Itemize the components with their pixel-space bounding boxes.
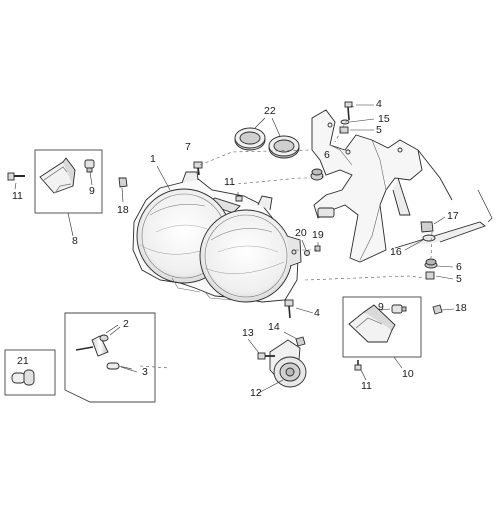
left-indicator-box [34,149,103,237]
horn-assembly [267,339,307,389]
bulb-box [64,312,156,403]
callout-3: 3 [142,366,148,378]
headlight-assembly [132,171,302,303]
dashed-alignment-lines [139,119,433,369]
callout-9-left: 9 [89,185,95,197]
leader-lines [109,104,454,394]
callout-7: 7 [185,141,191,153]
screw-11-right [354,360,367,381]
washer-15 [340,119,350,125]
callout-18-left: 18 [117,204,129,216]
headlight-bulb [75,334,109,357]
screw-13 [257,352,275,360]
callout-15: 15 [378,113,390,125]
washer-16 [422,234,436,242]
spacer-5-top [339,126,349,134]
bulb-21 [11,369,35,386]
callout-16: 16 [390,246,402,258]
callout-6-top: 6 [324,149,330,161]
callout-4-top: 4 [376,98,382,110]
left-indicator-lamp [39,157,76,194]
callout-18-right: 18 [455,302,467,314]
screw-7 [193,161,203,176]
nut-14 [295,336,306,347]
callout-20: 20 [295,227,307,239]
callout-13: 13 [242,327,254,339]
screw-11-center [235,192,243,202]
callout-5-top: 5 [376,124,382,136]
callout-19: 19 [312,229,324,241]
callout-11-right: 11 [361,380,372,392]
callout-17: 17 [447,210,459,222]
spacer-5-right [425,271,435,280]
callout-21: 21 [17,355,29,367]
callout-6-right: 6 [456,261,462,273]
screw-19 [314,245,321,252]
grommet-6-right [424,258,438,269]
callout-11-left: 11 [12,190,23,202]
indicator-bulb-right [391,304,407,314]
nut-17 [420,221,434,233]
parking-bulb [106,362,133,370]
callout-12: 12 [250,387,262,399]
callout-10: 10 [402,368,414,380]
screw-4-lower [284,299,314,319]
bulb-covers-22 [234,117,300,159]
callout-8: 8 [72,235,78,247]
callout-4-lower: 4 [314,307,320,319]
indicator-bulb-small [84,159,95,173]
nut-18-right [432,304,455,315]
nut-18-left [118,177,128,203]
callout-2: 2 [123,318,129,330]
right-indicator-lamp [348,304,396,343]
right-indicator-box [342,296,422,369]
headlight-support-frame [311,109,493,263]
callout-1: 1 [150,153,156,165]
callout-9-right: 9 [378,301,384,313]
callout-14: 14 [268,321,280,333]
screw-4-top [344,101,353,121]
callout-11-center: 11 [224,176,235,188]
accessory-box [4,349,56,396]
screw-20 [301,239,310,256]
callout-5-right: 5 [456,273,462,285]
grommet-6-top [310,168,324,181]
screw-11-left [7,172,25,190]
callout-22: 22 [264,105,276,117]
